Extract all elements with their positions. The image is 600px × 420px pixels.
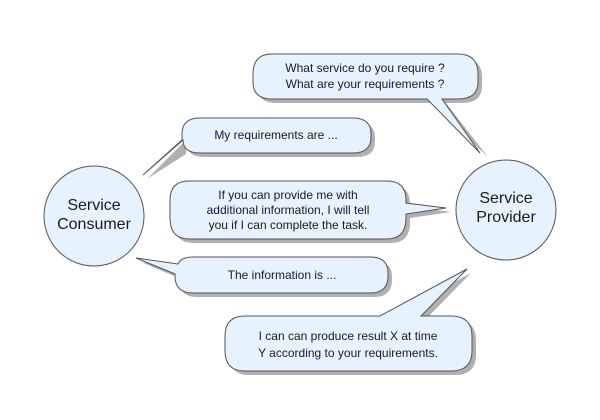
- info-request-line3: you if I can complete the task.: [209, 218, 368, 232]
- consumer-requirements-text: My requirements are ...: [214, 128, 337, 142]
- provider-circle: [455, 159, 557, 261]
- provider-result-line2: Y according to your requirements.: [258, 346, 438, 360]
- bubble-provider-info-request: If you can provide me with additional in…: [169, 180, 447, 240]
- provider-result-line1: I can can produce result X at time: [259, 329, 438, 343]
- provider-question-line1: What service do you require ?: [285, 61, 445, 75]
- speech-bubble: [252, 53, 481, 154]
- info-request-line2: additional information, I will tell: [207, 203, 370, 217]
- bubble-consumer-information: The information is ...: [135, 256, 389, 294]
- consumer-label-line1: Service: [67, 197, 120, 214]
- consumer-information-text: The information is ...: [228, 268, 337, 282]
- service-provider-node: Service Provider: [455, 159, 557, 261]
- speech-bubble: [142, 117, 372, 176]
- provider-label-line1: Service: [479, 190, 532, 207]
- bubble-provider-question: What service do you require ? What are y…: [252, 53, 481, 154]
- speech-bubble: [224, 268, 473, 372]
- consumer-label-line2: Consumer: [57, 216, 131, 233]
- provider-question-line2: What are your requirements ?: [286, 77, 445, 91]
- speech-bubble: [169, 180, 447, 240]
- bubble-consumer-requirements: My requirements are ...: [142, 117, 372, 176]
- service-consumer-node: Service Consumer: [43, 165, 145, 267]
- consumer-circle: [43, 165, 145, 267]
- info-request-line1: If you can provide me with: [218, 188, 357, 202]
- provider-label-line2: Provider: [476, 209, 536, 226]
- speech-bubble: [135, 256, 389, 294]
- bubble-provider-result: I can can produce result X at time Y acc…: [224, 268, 473, 372]
